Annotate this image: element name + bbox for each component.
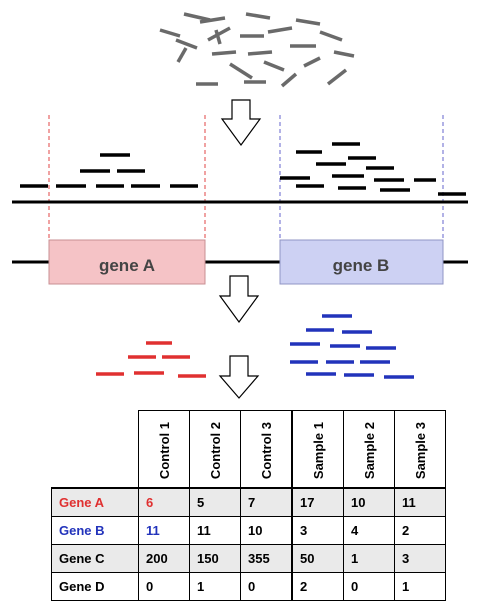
count-cell: 10: [343, 487, 395, 517]
count-cell: 1: [343, 544, 395, 573]
count-cell: 4: [343, 516, 395, 545]
gene-name-cell: Gene A: [51, 487, 139, 517]
sequencing-read: [263, 60, 285, 72]
column-header: Sample 2: [343, 410, 395, 489]
sequencing-read: [247, 50, 273, 56]
column-header: Control 3: [240, 410, 293, 489]
table-corner: [52, 411, 139, 489]
sequencing-read: [245, 12, 271, 20]
count-cell: 2: [291, 572, 344, 601]
count-cell: 17: [291, 487, 344, 517]
count-cell: 2: [394, 516, 446, 545]
scattered-reads: [159, 12, 355, 88]
gene-name-cell: Gene D: [51, 572, 139, 601]
down-arrow-icon: [218, 275, 260, 324]
sequencing-read: [211, 50, 237, 56]
count-cell: 200: [138, 544, 190, 573]
count-cell: 10: [240, 516, 293, 545]
count-cell: 50: [291, 544, 344, 573]
sequencing-read: [280, 72, 298, 88]
counted-reads: [96, 314, 414, 379]
down-arrow-icon: [218, 355, 260, 399]
down-arrow-icon: [220, 99, 262, 147]
sequencing-read: [319, 30, 343, 42]
sequencing-read: [326, 68, 348, 86]
sequencing-read: [176, 47, 188, 63]
count-cell: 6: [138, 487, 190, 517]
count-cell: 1: [189, 572, 241, 601]
aligned-reads: [20, 142, 466, 196]
count-cell: 0: [240, 572, 293, 601]
gene-name-cell: Gene C: [51, 544, 139, 573]
count-cell: 150: [189, 544, 241, 573]
sequencing-read: [267, 26, 293, 34]
sequencing-read: [333, 50, 355, 58]
sequencing-read: [214, 29, 222, 45]
count-cell: 3: [291, 516, 344, 545]
gene-b-box: [279, 239, 444, 285]
column-header: Control 1: [138, 410, 190, 489]
column-header: Control 2: [189, 410, 241, 489]
gene-a-box: [48, 239, 206, 285]
sequencing-read: [183, 12, 211, 22]
column-header: Sample 3: [394, 410, 446, 489]
count-cell: 0: [138, 572, 190, 601]
sequencing-read: [303, 56, 321, 68]
count-cell: 1: [394, 572, 446, 601]
sequencing-read: [295, 18, 321, 26]
count-cell: 355: [240, 544, 293, 573]
count-table: Control 1 Control 2 Control 3 Sample 1 S…: [51, 410, 446, 601]
sequencing-read: [175, 38, 198, 50]
column-header: Sample 1: [291, 410, 344, 489]
count-cell: 0: [343, 572, 395, 601]
sequencing-read: [159, 28, 181, 38]
sequencing-read: [199, 16, 226, 24]
gene-name-cell: Gene B: [51, 516, 139, 545]
count-cell: 11: [138, 516, 190, 545]
table-header-row: Control 1 Control 2 Control 3 Sample 1 S…: [52, 410, 446, 489]
rnaseq-pipeline-diagram: gene A gene B: [12, 12, 468, 399]
count-cell: 11: [189, 516, 241, 545]
gene-b-label: gene B: [333, 256, 390, 275]
count-cell: 7: [240, 487, 293, 517]
sequencing-read: [207, 26, 231, 42]
sequencing-read: [229, 62, 253, 80]
count-cell: 5: [189, 487, 241, 517]
count-cell: 3: [394, 544, 446, 573]
gene-a-label: gene A: [99, 256, 155, 275]
count-cell: 11: [394, 487, 446, 517]
